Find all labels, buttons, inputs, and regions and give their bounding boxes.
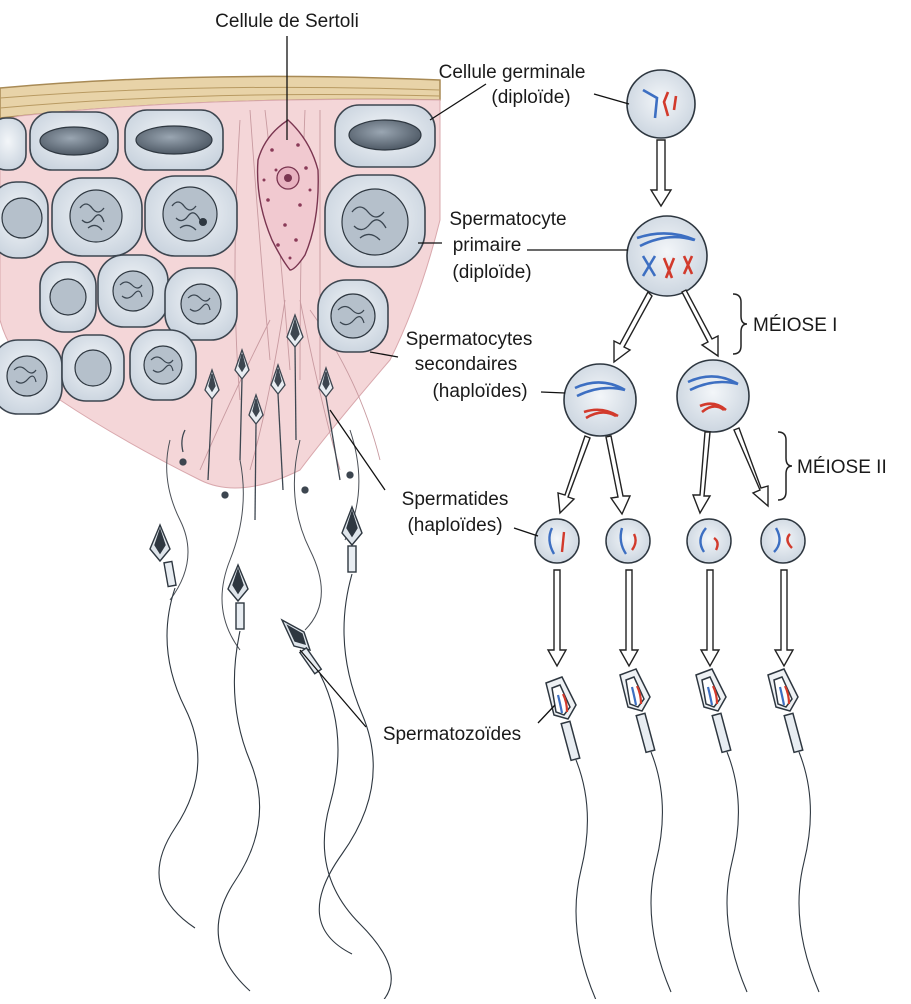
spermatozoa-lineage xyxy=(546,669,819,999)
label-spermatids-2: (haploïdes) xyxy=(407,515,502,536)
label-spermatids-1: Spermatides xyxy=(402,489,509,510)
label-sertoli: Cellule de Sertoli xyxy=(215,11,359,32)
label-meiosis-2: MÉIOSE II xyxy=(797,457,887,478)
seminiferous-tissue xyxy=(0,76,440,999)
label-primary-3: (diploïde) xyxy=(452,262,531,283)
label-primary-2: primaire xyxy=(453,235,522,256)
label-secondary-3: (haploïdes) xyxy=(432,381,527,402)
lineage-schematic xyxy=(535,70,819,999)
label-primary-1: Spermatocyte xyxy=(449,209,566,230)
spermatozoa-left xyxy=(150,507,391,999)
spermatids xyxy=(535,519,805,563)
label-germinal-2: (diploïde) xyxy=(491,87,570,108)
label-secondary-1: Spermatocytes xyxy=(406,329,533,350)
label-secondary-2: secondaires xyxy=(415,354,517,375)
label-spermatozoa: Spermatozoïdes xyxy=(383,724,521,745)
germinal-cell xyxy=(627,70,695,138)
secondary-spermatocytes xyxy=(564,360,749,436)
label-germinal-1: Cellule germinale xyxy=(439,62,586,83)
label-meiosis-1: MÉIOSE I xyxy=(753,315,837,336)
primary-spermatocyte xyxy=(627,216,707,296)
